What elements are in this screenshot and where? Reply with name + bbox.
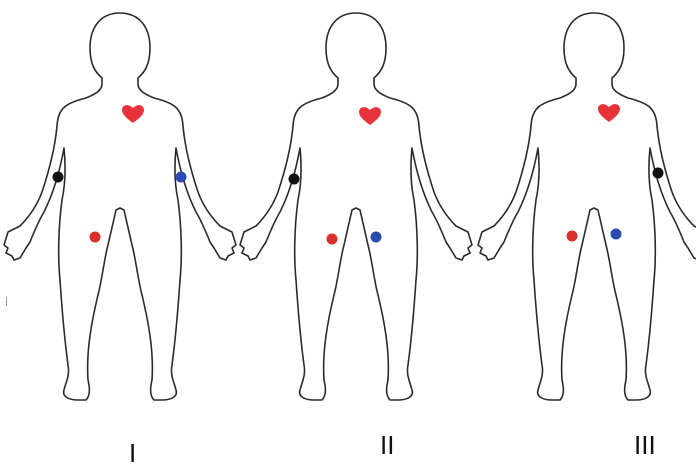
black-electrode-right-arm — [53, 172, 64, 183]
lead-label-1: I — [129, 440, 136, 466]
red-electrode-right-leg — [327, 234, 338, 245]
blue-electrode-left-leg — [371, 232, 382, 243]
body-outline — [478, 13, 696, 400]
blue-electrode-left-leg — [611, 229, 622, 240]
panel-lead-2 — [240, 13, 472, 400]
black-electrode-left-arm — [653, 168, 664, 179]
lead-label-3: III — [634, 432, 656, 458]
panel-lead-1 — [4, 13, 236, 400]
body-outline — [240, 13, 472, 400]
black-electrode-right-arm — [289, 174, 300, 185]
red-electrode-right-leg — [567, 231, 578, 242]
panel-lead-3 — [478, 13, 696, 400]
stray-mark — [6, 297, 7, 306]
body-outline — [4, 13, 236, 400]
red-electrode-right-leg — [90, 232, 101, 243]
lead-label-2: II — [380, 432, 394, 458]
blue-electrode-left-arm — [176, 172, 187, 183]
